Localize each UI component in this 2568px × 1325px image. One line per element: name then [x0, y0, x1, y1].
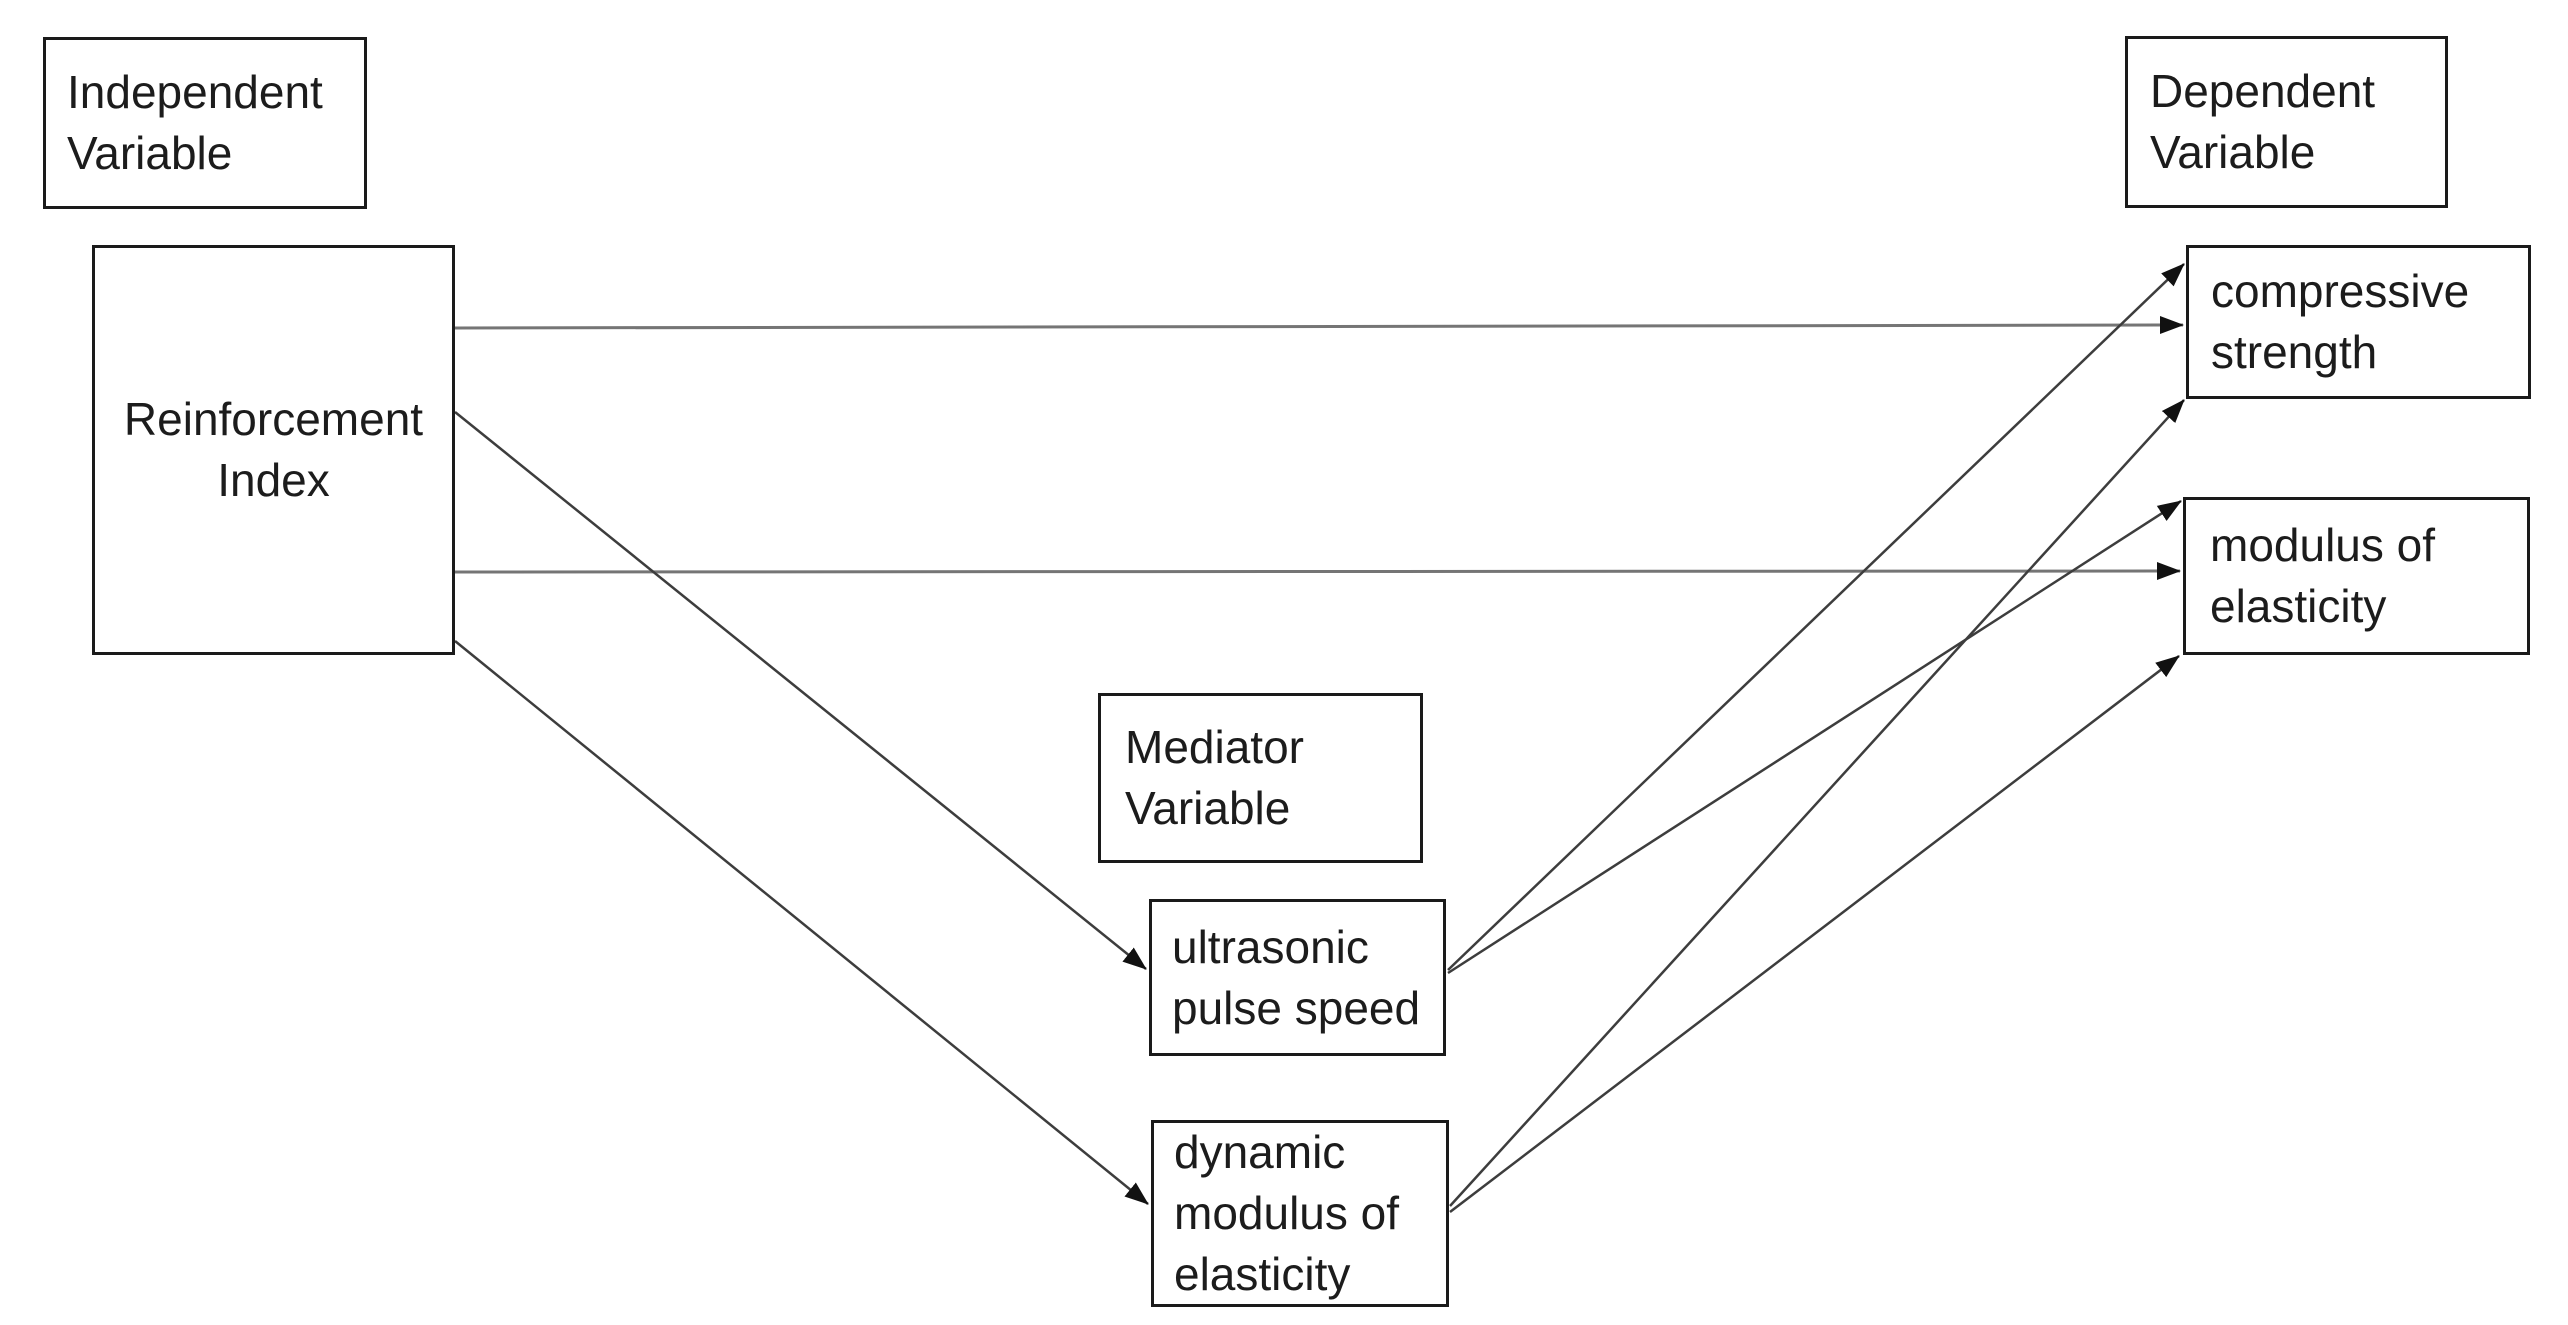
- mediator-variable-label: Mediator Variable: [1125, 721, 1304, 834]
- arrow-dynamic_modulus-to-modulus_of_elasticity: [1449, 655, 2180, 1213]
- independent-variable-label: Independent Variable: [67, 66, 323, 179]
- mediator-variable-label-box: Mediator Variable: [1098, 693, 1423, 863]
- dynamic-modulus-of-elasticity-box: dynamic modulus of elasticity: [1151, 1120, 1449, 1307]
- arrow-reinforcement_index-to-modulus_of_elasticity: [454, 562, 2181, 581]
- compressive-strength-label: compressive strength: [2211, 265, 2470, 378]
- arrow-ultrasonic_pulse_speed-to-modulus_of_elasticity: [1447, 499, 2182, 975]
- modulus-of-elasticity-label: modulus of elasticity: [2210, 519, 2436, 632]
- dependent-variable-label-box: Dependent Variable: [2125, 36, 2448, 208]
- arrow-dynamic_modulus-to-compressive_strength: [1449, 399, 2185, 1207]
- arrow-ultrasonic_pulse_speed-to-compressive_strength: [1447, 263, 2185, 971]
- ultrasonic-pulse-speed-box: ultrasonic pulse speed: [1149, 899, 1446, 1056]
- arrow-reinforcement_index-to-dynamic_modulus: [454, 640, 1149, 1205]
- arrow-reinforcement_index-to-ultrasonic_pulse_speed: [454, 411, 1147, 970]
- arrow-reinforcement_index-to-compressive_strength: [454, 316, 2184, 335]
- reinforcement-index-box: Reinforcement Index: [92, 245, 455, 655]
- independent-variable-label-box: Independent Variable: [43, 37, 367, 209]
- dependent-variable-label: Dependent Variable: [2150, 65, 2376, 178]
- modulus-of-elasticity-box: modulus of elasticity: [2183, 497, 2530, 655]
- compressive-strength-box: compressive strength: [2186, 245, 2531, 399]
- dynamic-modulus-of-elasticity-label: dynamic modulus of elasticity: [1174, 1126, 1400, 1300]
- ultrasonic-pulse-speed-label: ultrasonic pulse speed: [1172, 920, 1421, 1034]
- reinforcement-index-label: Reinforcement Index: [123, 393, 424, 506]
